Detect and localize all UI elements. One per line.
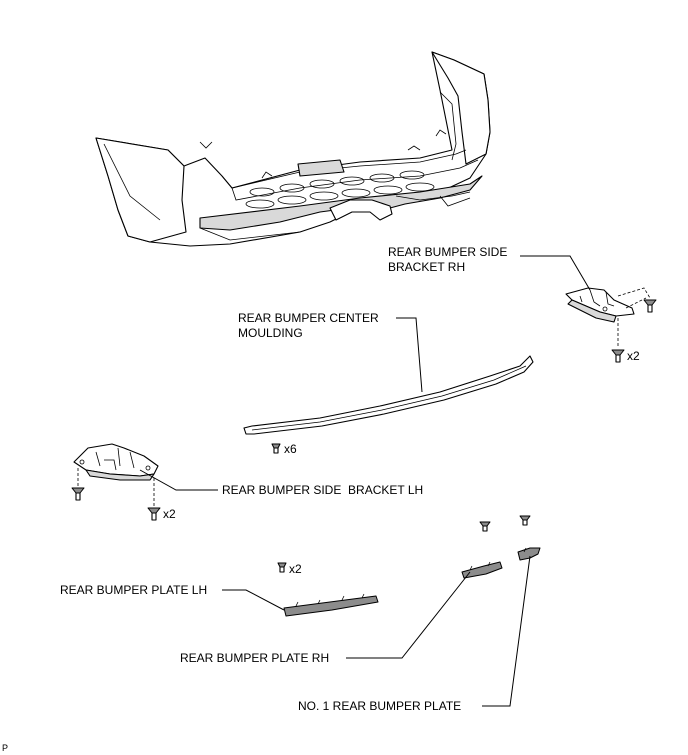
- no1-bumper-plate: [517, 547, 541, 561]
- leader-no1-plate: [482, 555, 531, 707]
- qty-moulding-clips: x6: [284, 442, 297, 456]
- label-center-moulding-line1: REAR BUMPER CENTER: [238, 311, 379, 325]
- rh-bracket-bolt-lower: [611, 349, 625, 363]
- qty-plate-clips: x2: [289, 562, 302, 576]
- label-side-bracket-lh: REAR BUMPER SIDE BRACKET LH: [222, 483, 423, 497]
- side-bracket-rh: [565, 287, 635, 323]
- qty-rh-bracket-bolts: x2: [627, 349, 640, 363]
- rh-bolt-guide-side: [617, 287, 651, 299]
- bumper-plate-lh: [283, 593, 379, 617]
- leader-side-bracket-rh: [520, 255, 591, 291]
- leader-plate-lh: [222, 589, 285, 611]
- lh-bracket-bolt-right: [147, 507, 161, 521]
- bumper-plate-rh: [461, 561, 503, 579]
- rear-bumper-cover: [95, 51, 491, 247]
- label-side-bracket-rh-line2: BRACKET RH: [388, 260, 465, 274]
- rh-bracket-bolt-side: [643, 299, 657, 313]
- center-moulding: [243, 355, 534, 435]
- label-no1-plate: NO. 1 REAR BUMPER PLATE: [298, 699, 461, 713]
- figure-code: P: [2, 743, 8, 753]
- moulding-clip: [271, 443, 281, 454]
- side-bracket-lh: [73, 443, 159, 481]
- qty-lh-bracket-bolts: x2: [163, 507, 176, 521]
- plate-clip: [277, 562, 287, 573]
- label-center-moulding-line2: MOULDING: [238, 326, 303, 340]
- no1-plate-clip: [519, 515, 531, 526]
- label-plate-rh: REAR BUMPER PLATE RH: [180, 651, 329, 665]
- leader-center-moulding: [396, 317, 423, 393]
- lh-bracket-bolt-left: [71, 487, 85, 501]
- label-plate-lh: REAR BUMPER PLATE LH: [60, 583, 207, 597]
- rh-bolt-guide-side-2: [625, 297, 647, 309]
- leader-plate-rh: [346, 571, 471, 659]
- plate-rh-clip: [479, 521, 491, 532]
- label-side-bracket-rh-line1: REAR BUMPER SIDE: [388, 245, 507, 259]
- leader-side-bracket-lh: [139, 469, 218, 491]
